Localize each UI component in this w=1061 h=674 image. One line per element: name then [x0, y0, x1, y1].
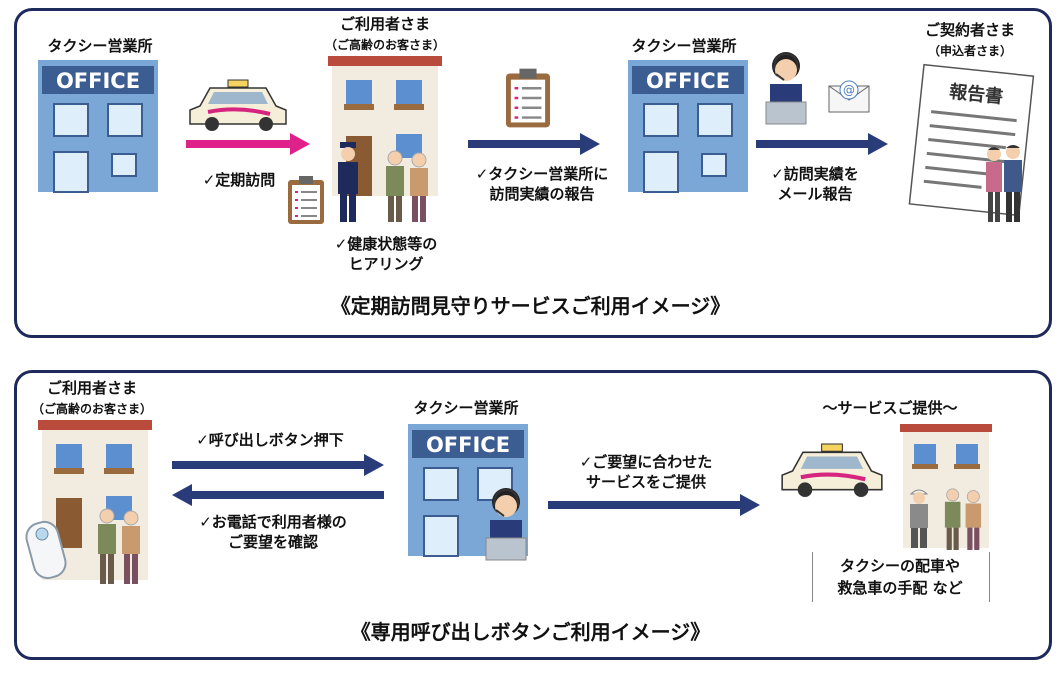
service-arrow	[548, 494, 760, 516]
bottom-step1-label: ✓呼び出しボタン押下	[196, 431, 344, 449]
clipboard-icon	[506, 68, 550, 128]
elderly-couple-icon	[944, 488, 982, 550]
report-arrow	[468, 133, 600, 155]
call-arrow	[172, 454, 384, 476]
bottom-note-line1: タクシーの配車や	[839, 557, 960, 575]
top-step4-line1: ✓訪問実績を	[771, 165, 859, 183]
top-contractor-sub: （申込者さま）	[927, 44, 1012, 58]
worker-icon	[909, 489, 929, 548]
bottom-user-label: ご利用者さま	[46, 379, 137, 397]
bottom-service-label: ～サービスご提供～	[822, 399, 958, 417]
bottom-step3-line1: ✓ご要望に合わせた	[579, 453, 713, 471]
bottom-panel	[14, 370, 1052, 660]
elderly-couple-icon	[386, 150, 428, 222]
office-sign-text: OFFICE	[56, 69, 140, 93]
taxi-icon	[189, 79, 287, 131]
staff-icon	[338, 142, 358, 222]
elderly-couple-icon	[986, 145, 1022, 222]
call-button-icon	[25, 520, 67, 580]
bottom-user-sub: （ご高齢のお客さま）	[31, 402, 152, 416]
top-office2-label: タクシー営業所	[631, 37, 737, 55]
email-report-arrow	[756, 133, 888, 155]
top-panel	[14, 8, 1052, 338]
report-document-icon: 報告書	[908, 63, 1035, 217]
top-step1-label: ✓定期訪問	[202, 171, 276, 189]
taxi-icon	[781, 443, 883, 497]
top-step4-line2: メール報告	[777, 185, 853, 203]
clipboard-icon	[288, 176, 324, 224]
operator-icon	[485, 488, 527, 561]
phone-confirm-arrow	[172, 484, 384, 506]
top-user-sub: （ご高齢のお客さま）	[324, 38, 445, 52]
top-office1-label: タクシー営業所	[47, 37, 153, 55]
bottom-caption: 《専用呼び出しボタンご利用イメージ》	[350, 620, 711, 644]
operator-icon	[765, 52, 807, 125]
top-step2-line1: ✓健康状態等の	[334, 235, 438, 253]
top-step3-line1: ✓タクシー営業所に	[475, 165, 609, 183]
bottom-step2-line2: ご要望を確認	[227, 533, 318, 551]
bottom-note-line2: 救急車の手配 など	[837, 579, 963, 597]
service-note-bracket	[812, 552, 990, 602]
bottom-step3-line2: サービスをご提供	[585, 473, 706, 491]
visit-arrow	[186, 133, 310, 155]
office-building-icon: OFFICE	[628, 60, 748, 193]
top-contractor-label: ご契約者さま	[924, 21, 1015, 39]
bottom-office-label: タクシー営業所	[413, 399, 519, 417]
email-icon: @	[828, 80, 870, 113]
bottom-step2-line1: ✓お電話で利用者様の	[199, 513, 347, 531]
top-step3-line2: 訪問実績の報告	[489, 185, 595, 203]
office-sign-text: OFFICE	[426, 433, 510, 457]
elderly-couple-icon	[98, 508, 140, 584]
top-caption: 《定期訪問見守りサービスご利用イメージ》	[330, 294, 731, 318]
office-sign-text: OFFICE	[646, 69, 730, 93]
top-user-label: ご利用者さま	[339, 15, 430, 33]
top-step2-line2: ヒアリング	[348, 255, 424, 273]
svg-text:@: @	[843, 83, 855, 97]
office-building-icon: OFFICE	[38, 60, 158, 193]
